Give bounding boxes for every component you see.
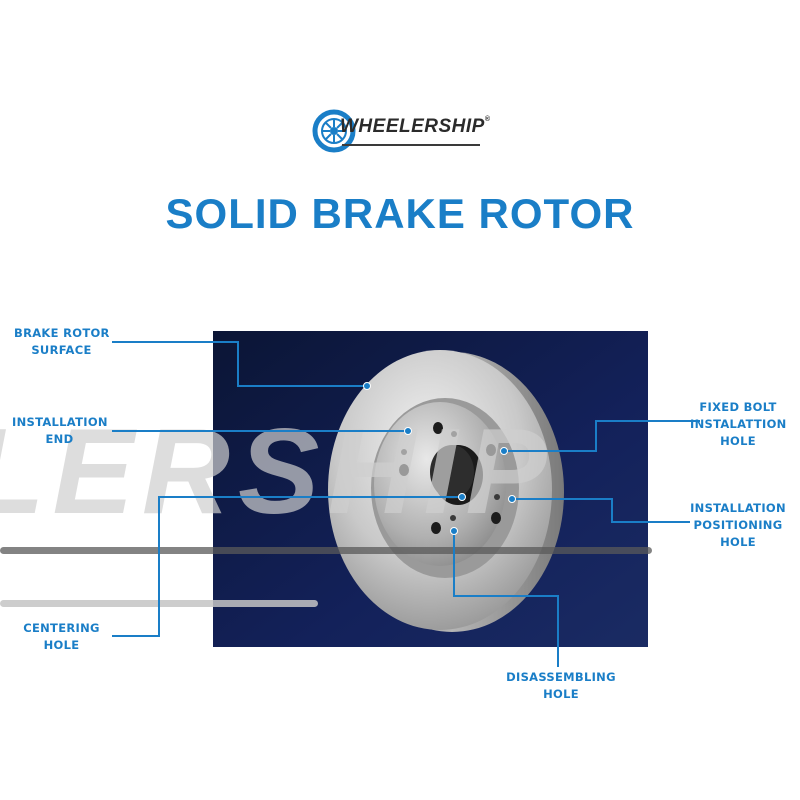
watermark-stripe-upper bbox=[0, 547, 652, 554]
trademark-symbol: ® bbox=[484, 115, 491, 123]
label-line: INSTALATTION bbox=[690, 417, 787, 431]
label-line: POSITIONING bbox=[693, 518, 783, 532]
label-line: HOLE bbox=[720, 535, 756, 549]
label-line: DISASSEMBLING bbox=[506, 670, 616, 684]
label-centering-hole: CENTERING HOLE bbox=[14, 620, 109, 654]
label-disassembling-hole: DISASSEMBLING HOLE bbox=[506, 669, 616, 703]
page-title: SOLID BRAKE ROTOR bbox=[165, 190, 635, 237]
label-line: HOLE bbox=[720, 434, 756, 448]
label-installation-end: INSTALLATION END bbox=[12, 414, 108, 448]
label-line: END bbox=[45, 432, 74, 446]
leader-disassembling bbox=[453, 531, 559, 667]
brand-name: WHEELERSHIP® bbox=[340, 116, 491, 138]
dot-brake-rotor-surface bbox=[363, 382, 371, 390]
dot-positioning bbox=[508, 495, 516, 503]
leader-brake-rotor-surface bbox=[112, 341, 367, 387]
label-line: CENTERING bbox=[23, 621, 100, 635]
brand-name-text: WHEELERSHIP bbox=[340, 116, 485, 137]
dot-disassembling bbox=[450, 527, 458, 535]
dot-installation-end bbox=[404, 427, 412, 435]
leader-lines bbox=[112, 341, 700, 667]
callout-dots bbox=[363, 382, 516, 535]
dot-fixed-bolt bbox=[500, 447, 508, 455]
leader-fixed-bolt bbox=[504, 420, 700, 452]
label-line: SURFACE bbox=[31, 343, 92, 357]
brake-rotor-image bbox=[328, 350, 564, 632]
watermark-text: LERSHIP bbox=[0, 403, 555, 539]
brand-logo: WHEELERSHIP® bbox=[312, 104, 502, 160]
label-line: HOLE bbox=[43, 638, 80, 652]
label-line: INSTALLATION bbox=[12, 415, 108, 429]
logo-underline bbox=[342, 144, 480, 146]
leader-positioning bbox=[512, 498, 690, 523]
label-line: BRAKE ROTOR bbox=[14, 326, 110, 340]
label-fixed-bolt-installation-hole: FIXED BOLT INSTALATTION HOLE bbox=[690, 399, 786, 450]
label-installation-positioning-hole: INSTALLATION POSITIONING HOLE bbox=[690, 500, 786, 551]
dot-centering-hole bbox=[458, 493, 466, 501]
label-line: HOLE bbox=[543, 687, 579, 701]
label-line: INSTALLATION bbox=[690, 501, 786, 515]
leader-centering-hole bbox=[112, 496, 462, 637]
label-brake-rotor-surface: BRAKE ROTOR SURFACE bbox=[14, 325, 109, 359]
label-line: FIXED BOLT bbox=[699, 400, 777, 414]
wheel-icon bbox=[312, 109, 356, 153]
